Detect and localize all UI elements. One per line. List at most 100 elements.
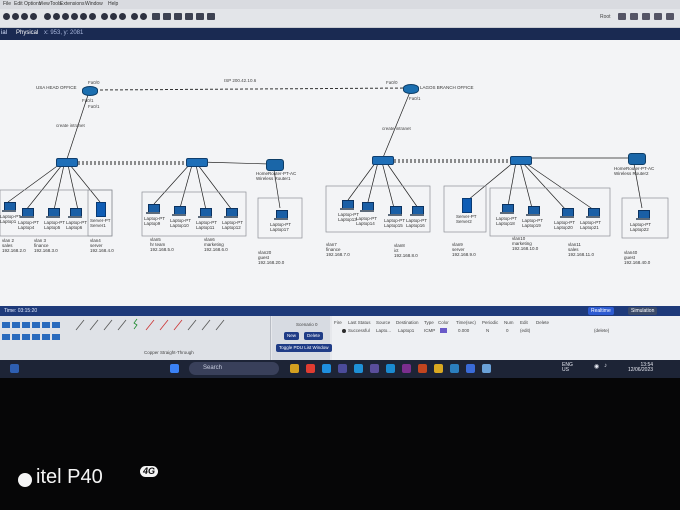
app-icon-8[interactable]	[402, 364, 411, 373]
zoom-in-icon[interactable]	[101, 13, 108, 20]
custom-device-icon[interactable]	[140, 13, 147, 20]
cable-type-caption: Copper Straight-Through	[144, 350, 194, 355]
app-icon-9[interactable]	[418, 364, 427, 373]
teams-icon[interactable]	[370, 364, 379, 373]
camera-icon[interactable]	[174, 13, 182, 20]
laptop9[interactable]	[146, 204, 160, 214]
hq-switch-2[interactable]	[186, 158, 208, 167]
branch-wireless-router[interactable]	[628, 153, 646, 165]
app-icon-10[interactable]	[434, 364, 443, 373]
network-icon[interactable]: ◉	[594, 364, 600, 370]
laptop22[interactable]	[636, 210, 650, 220]
laptop21[interactable]	[586, 208, 600, 218]
laptop4[interactable]	[20, 208, 34, 218]
menu-options[interactable]: Options	[24, 1, 42, 7]
window-icon[interactable]	[152, 13, 160, 20]
menu-file[interactable]: File	[3, 1, 12, 7]
branch-switch-2[interactable]	[510, 156, 532, 165]
laptop1[interactable]	[2, 202, 16, 212]
hq-vlan-finance: vlan 3 finance 192.168.3.0	[34, 238, 58, 253]
pdu-header-source: Source	[376, 320, 391, 325]
undo-icon[interactable]	[80, 13, 87, 20]
drawing-palette-icon[interactable]	[131, 13, 138, 20]
tab-logical[interactable]: ial	[1, 30, 8, 36]
laptop19[interactable]	[526, 206, 540, 216]
branch-router[interactable]	[403, 84, 419, 94]
new-scenario-button[interactable]: New	[284, 332, 300, 340]
draw-icon[interactable]	[196, 13, 204, 20]
tab-physical[interactable]: Physical	[16, 30, 39, 36]
edge-icon[interactable]	[322, 364, 331, 373]
server1[interactable]	[96, 202, 106, 217]
hq-wireless-router[interactable]	[266, 159, 284, 171]
app-icon-12[interactable]	[466, 364, 475, 373]
nav-new-cluster-icon[interactable]	[630, 13, 638, 20]
app-icon-11[interactable]	[450, 364, 459, 373]
mail-icon[interactable]	[354, 364, 363, 373]
start-icon[interactable]	[170, 364, 179, 373]
copy-icon[interactable]	[62, 13, 69, 20]
pdu-header-fire: Fire	[334, 320, 342, 325]
language-indicator[interactable]: ENG US	[562, 362, 573, 373]
menu-help[interactable]: Help	[108, 1, 119, 7]
menu-view[interactable]: View	[39, 1, 50, 7]
paste-icon[interactable]	[71, 13, 78, 20]
pdu-row-edit[interactable]: (edit)	[520, 328, 531, 333]
branch-switch-main[interactable]	[372, 156, 394, 165]
hq-router[interactable]	[82, 86, 98, 96]
simulation-mode-button[interactable]: Simulation	[628, 307, 658, 315]
taskbar-search[interactable]: Search	[189, 362, 279, 375]
print-icon[interactable]	[30, 13, 37, 20]
file-explorer-icon[interactable]	[290, 364, 299, 373]
screenshot-icon[interactable]	[163, 13, 171, 20]
taskbar-clock[interactable]: 13:54 12/06/2023	[628, 362, 654, 373]
zoom-out-icon[interactable]	[119, 13, 126, 20]
grid-icon[interactable]	[185, 13, 193, 20]
toggle-pdu-list-button[interactable]: Toggle PDU List Window	[276, 344, 332, 352]
laptop17[interactable]	[274, 210, 288, 220]
hq-switch-main[interactable]	[56, 158, 78, 167]
laptop15[interactable]	[388, 206, 402, 216]
network-info-icon[interactable]	[53, 13, 60, 20]
open-icon[interactable]	[12, 13, 19, 20]
activity-wizard-icon[interactable]	[44, 13, 51, 20]
server2[interactable]	[462, 198, 472, 213]
laptop16[interactable]	[410, 206, 424, 216]
volume-icon[interactable]: ♪	[604, 363, 607, 369]
save-icon[interactable]	[21, 13, 28, 20]
menu-extensions[interactable]: Extensions	[60, 1, 85, 7]
laptop10[interactable]	[172, 206, 186, 216]
laptop12[interactable]	[224, 208, 238, 218]
laptop18[interactable]	[500, 204, 514, 214]
viewport-icon[interactable]	[666, 13, 674, 20]
menu-edit[interactable]: Edit	[14, 1, 23, 7]
realtime-mode-button[interactable]: Realtime	[588, 307, 614, 315]
laptop14[interactable]	[360, 202, 374, 212]
chrome-icon[interactable]	[306, 364, 315, 373]
redo-icon[interactable]	[89, 13, 96, 20]
menu-tools[interactable]: Tools	[50, 1, 62, 7]
note-icon[interactable]	[207, 13, 215, 20]
widgets-icon[interactable]	[10, 364, 19, 373]
root-tab[interactable]: Root	[600, 14, 611, 20]
laptop11[interactable]	[198, 208, 212, 218]
zoom-reset-icon[interactable]	[110, 13, 117, 20]
laptop5[interactable]	[46, 208, 60, 218]
fire-status-dot[interactable]	[342, 329, 346, 333]
store-icon[interactable]	[338, 364, 347, 373]
new-icon[interactable]	[3, 13, 10, 20]
nav-back-icon[interactable]	[618, 13, 626, 20]
laptop20[interactable]	[560, 208, 574, 218]
set-tiled-background-icon[interactable]	[654, 13, 662, 20]
pdu-row-delete[interactable]: (delete)	[594, 328, 610, 333]
scenario-select[interactable]: Scenario 0	[296, 322, 318, 327]
pdu-list-table: Fire Last Status Source Destination Type…	[332, 316, 680, 360]
logical-workspace[interactable]: USA HEAD OFFICE Fa0/0 Fa0/1 Fa0/1 create…	[0, 40, 680, 306]
delete-scenario-button[interactable]: Delete	[304, 332, 324, 340]
app-icon-7[interactable]	[386, 364, 395, 373]
menu-window[interactable]: Window	[85, 1, 103, 7]
packet-tracer-icon[interactable]	[482, 364, 491, 373]
laptop6[interactable]	[68, 208, 82, 218]
move-object-icon[interactable]	[642, 13, 650, 20]
laptop13[interactable]	[340, 200, 354, 210]
